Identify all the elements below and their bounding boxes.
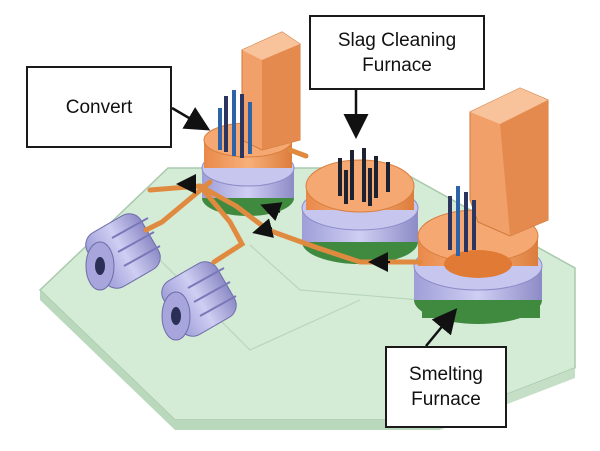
callout-leaders bbox=[171, 90, 458, 347]
label-convert: Convert bbox=[26, 66, 172, 148]
slag-cleaning-furnace-electrodes bbox=[338, 148, 390, 206]
flow-arrows bbox=[176, 174, 390, 272]
smelting-furnace-electrodes bbox=[448, 186, 476, 256]
slag-cleaning-furnace bbox=[301, 159, 419, 264]
label-slag-cleaning-furnace: Slag Cleaning Furnace bbox=[309, 15, 485, 90]
label-smelting-furnace: Smelting Furnace bbox=[385, 346, 507, 428]
smelting-furnace bbox=[413, 87, 549, 324]
convert-furnace-electrodes bbox=[218, 90, 252, 158]
converter-vessel-1 bbox=[85, 213, 161, 291]
converter-vessel-2 bbox=[161, 261, 237, 341]
